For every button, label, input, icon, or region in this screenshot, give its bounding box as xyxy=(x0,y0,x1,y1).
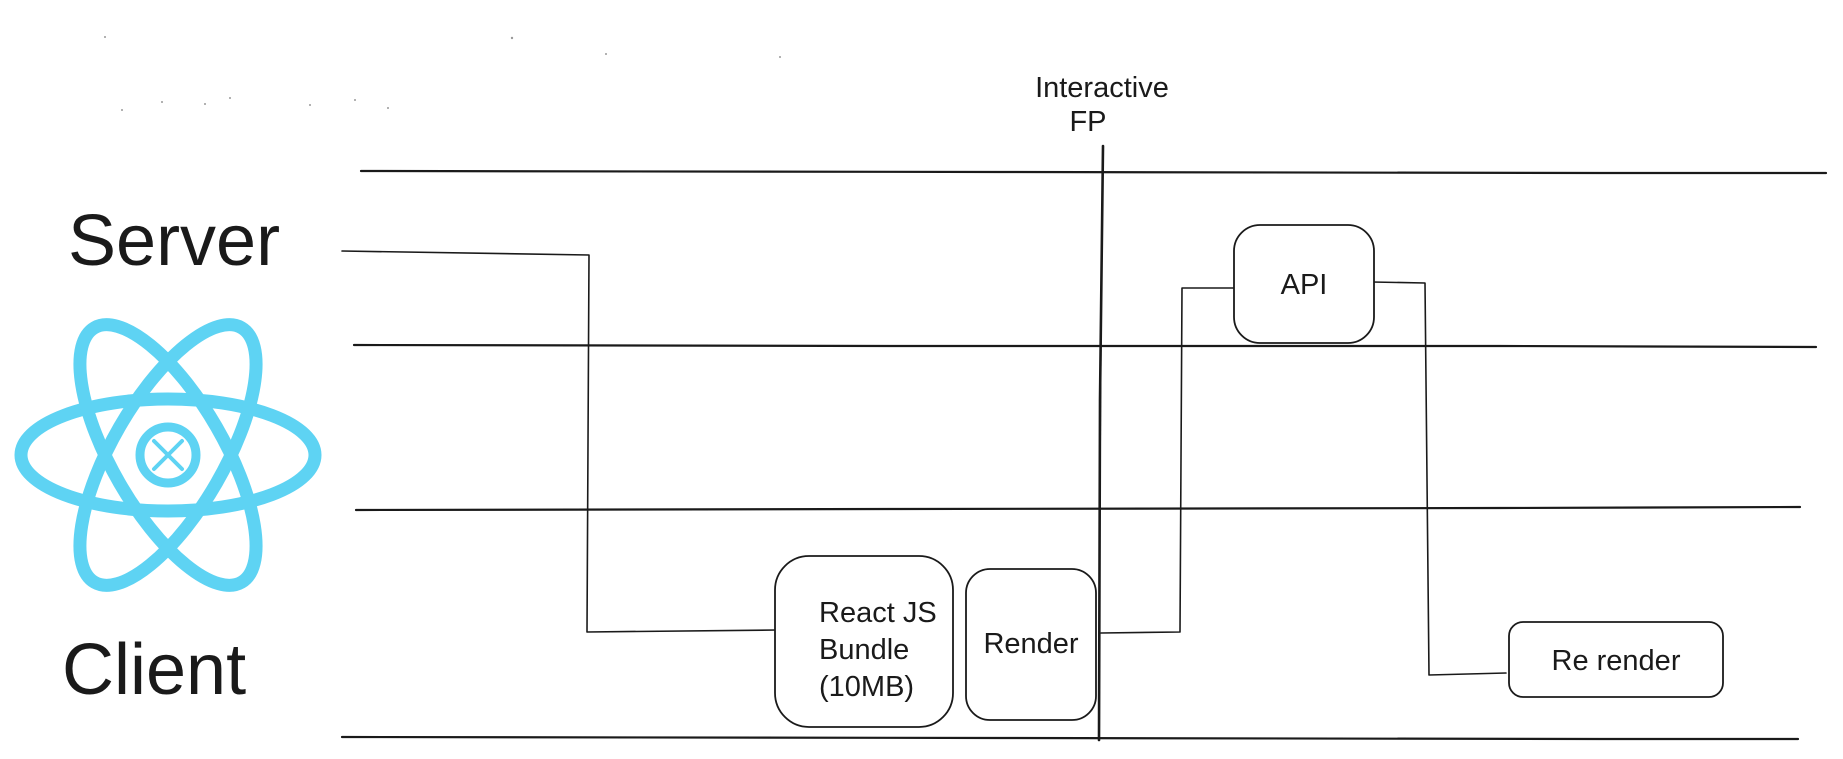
connectors xyxy=(341,250,1507,676)
node-render: Render xyxy=(965,568,1097,721)
lane-line-server-bottom xyxy=(352,343,1818,349)
node-render-label: Render xyxy=(983,628,1078,660)
interactive-marker-label-line2: FP xyxy=(1069,106,1106,138)
node-react-bundle: React JS Bundle (10MB) xyxy=(774,555,954,728)
interactive-marker-label-line1: Interactive xyxy=(1035,72,1169,104)
lane-line-top xyxy=(359,169,1828,175)
connector-api-to-rerender xyxy=(1371,281,1507,676)
lane-line-client-top xyxy=(354,505,1802,512)
node-api: API xyxy=(1233,224,1375,344)
background-specks xyxy=(104,36,781,111)
interactive-marker-label: Interactive FP xyxy=(1035,72,1177,138)
node-react-bundle-line3: (10MB) xyxy=(819,671,914,703)
lane-label-server: Server xyxy=(68,201,280,281)
connector-server-to-bundle xyxy=(341,250,777,633)
node-rerender: Re render xyxy=(1508,621,1724,698)
lane-label-client: Client xyxy=(62,630,246,710)
interactive-marker-line xyxy=(1097,144,1105,742)
react-logo-icon xyxy=(14,318,322,592)
node-rerender-label: Re render xyxy=(1552,645,1681,677)
lane-line-bottom xyxy=(340,735,1800,741)
lane-lines xyxy=(340,169,1828,741)
svg-text:React JS Bundle (1: React JS Bundle (10MB) xyxy=(819,597,945,703)
node-react-bundle-line1: React JS xyxy=(819,597,937,629)
node-api-label: API xyxy=(1281,269,1328,301)
connector-render-to-api xyxy=(1100,287,1241,634)
node-react-bundle-line2: Bundle xyxy=(819,634,909,666)
